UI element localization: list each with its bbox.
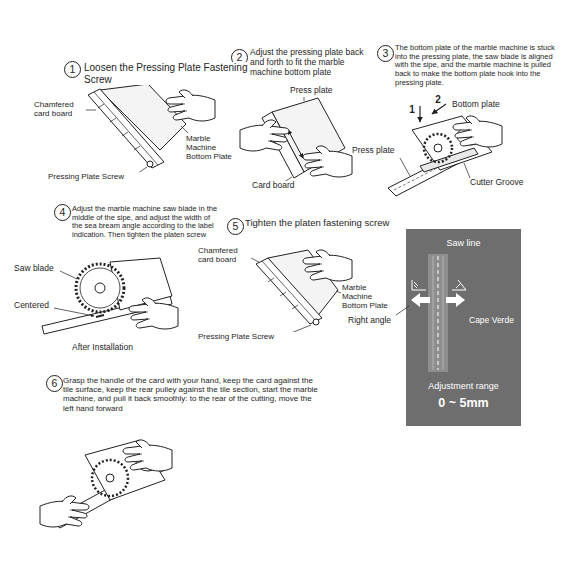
screw [147,161,153,167]
hand [166,90,215,121]
leader-line [396,306,409,315]
step-number: 1 [64,61,81,78]
leader-line [251,258,259,262]
hand [123,440,172,471]
part-label: Chamfered card board [34,100,86,118]
step-number: 4 [54,204,71,221]
leader-line [304,97,305,101]
saw-blade [424,134,452,162]
callout-number: 2 [433,94,443,106]
step-number: 6 [46,375,63,392]
panel-text: Saw line [406,238,521,248]
step-number: 3 [377,45,394,62]
saw-band [428,254,448,372]
saw-blade [76,264,124,312]
leader-line [181,126,188,133]
step-number: 5 [227,218,244,235]
motion-arrow [288,130,303,158]
step-instruction: Loosen the Pressing Plate Fastening Scre… [84,62,259,85]
saw-blade [92,460,128,496]
hand [303,250,352,281]
blade-hub [95,283,105,293]
band-edge [433,256,434,370]
hand [240,120,289,151]
leader-line [86,110,96,111]
step-instruction: Tighten the platen fastening screw [245,218,395,229]
panel-text: 0 ~ 5mm [406,396,521,410]
step-instruction: Adjust the pressing plate back and forth… [250,48,370,77]
part-label: Chamfered card board [198,246,250,264]
part-label: Press plate [352,146,400,156]
motion-arrow [419,106,420,122]
blade-hub [106,474,114,482]
step-number-text: 5 [233,221,239,232]
part-label: Centered [14,301,54,311]
panel-text: Adjustment range [406,381,521,391]
part-label: Card board [252,181,307,191]
right-arrow [446,293,465,307]
part-label: Pressing Plate Screw [198,332,298,341]
hand [129,298,178,329]
step-instruction: The bottom plate of the marble machine i… [395,44,563,87]
sipe [96,315,104,317]
card-board [88,89,164,168]
step-number-text: 4 [60,207,66,218]
callout-number: 1 [407,104,417,116]
leader-line [464,163,470,178]
saw-line [438,256,439,370]
step-instruction: Adjust the marble machine saw blade in t… [72,205,222,240]
bevel-icon [452,280,466,290]
saw-blade [80,268,120,308]
caption: After Installation [72,343,162,353]
screw [313,319,319,325]
leader-line [54,308,94,316]
press-plate [388,142,484,196]
part-label: Saw blade [14,264,60,274]
adjustment-panel: Saw lineAdjustment range 0 ~ 5mm [406,229,521,426]
bottom-plate [420,148,478,172]
hand [303,146,352,177]
motion-arrow [432,104,446,114]
panel-ground [406,229,521,426]
hand [453,116,502,147]
leader-line [400,158,410,176]
part-label: Right angle [348,316,400,326]
hinge-marks [94,92,158,165]
part-label: Cape Verde [469,316,519,326]
step-number-text: 6 [52,378,58,389]
hand [40,496,89,527]
leader-line [336,291,341,293]
part-label: Marble Machine Bottom Plate [186,134,236,162]
step-number-text: 3 [383,48,389,59]
leader-line [60,271,77,279]
part-label: Pressing Plate Screw [48,172,148,181]
part-label: Press plate [290,86,345,96]
part-label: Bottom plate [452,100,512,110]
blade-hub [434,144,442,152]
band-edge [443,256,444,370]
step-number-text: 1 [70,64,76,75]
right-angle-icon [412,280,426,290]
part-label: Cutter Groove [470,178,534,188]
left-arrow [411,293,430,307]
part-label: Marble Machine Bottom Plate [342,283,394,311]
step-instruction: Grasp the handle of the card with your h… [63,376,318,413]
